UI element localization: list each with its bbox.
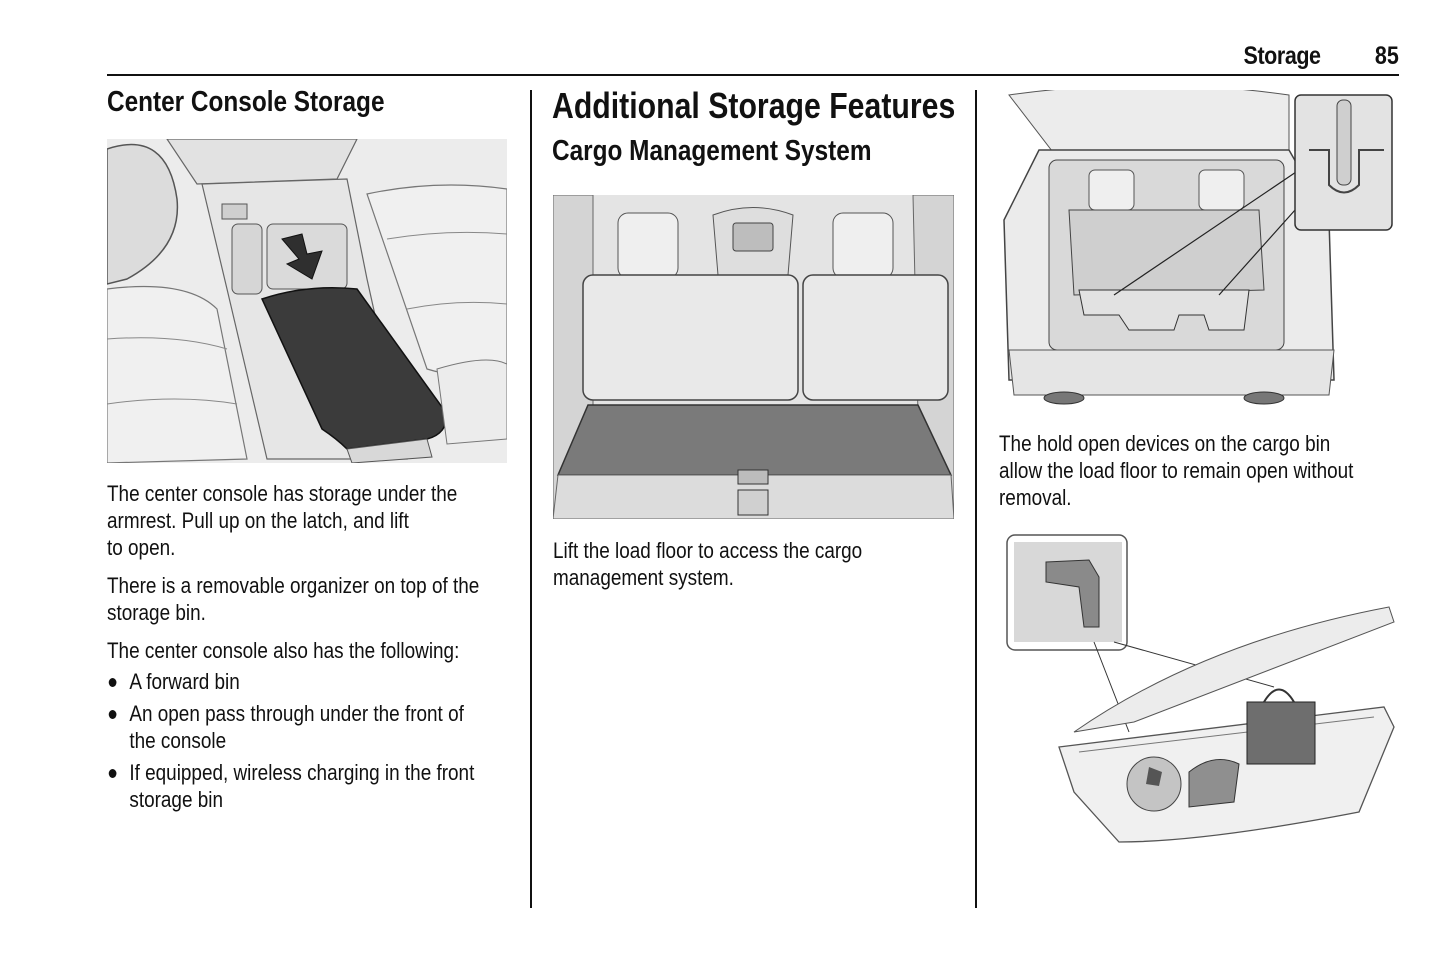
text-line: If equipped, wireless charging in the fr… — [129, 760, 475, 785]
feature-list: A forward bin An open pass through under… — [107, 668, 511, 813]
text-line: storage bin — [129, 787, 223, 812]
text-line: There is a removable organizer on top of… — [107, 573, 480, 598]
text-line: An open pass through under the front of — [129, 701, 464, 726]
main-heading: Additional Storage Features — [552, 85, 956, 126]
list-item: A forward bin — [107, 668, 511, 695]
text-line: allow the load floor to remain open with… — [999, 458, 1354, 483]
section-title: Storage — [1243, 42, 1321, 70]
left-column-text: The center console has storage under the… — [107, 480, 527, 813]
middle-column: Additional Storage Features Cargo Manage… — [552, 85, 962, 168]
section-heading: Center Console Storage — [107, 86, 385, 118]
text-line: The center console also has the followin… — [107, 638, 460, 663]
bullet-icon — [108, 678, 117, 687]
text-line: armrest. Pull up on the latch, and lift — [107, 508, 409, 533]
text-line: to open. — [107, 535, 176, 560]
text-line: Lift the load floor to access the cargo — [553, 538, 863, 563]
bullet-icon — [108, 710, 117, 719]
cargo-load-floor-illustration — [553, 195, 954, 519]
text-line: the console — [129, 728, 227, 753]
subsection-heading: Cargo Management System — [552, 135, 872, 167]
running-header: Storage 85 — [107, 38, 1399, 76]
paragraph: The center console has storage under the… — [107, 480, 511, 561]
right-column-text: The hold open devices on the cargo bin a… — [999, 430, 1419, 511]
center-console-armrest-illustration — [107, 139, 507, 463]
figure-caption: Lift the load floor to access the cargo … — [553, 537, 957, 591]
column-divider — [530, 90, 532, 908]
list-item: If equipped, wireless charging in the fr… — [107, 759, 511, 813]
column-divider — [975, 90, 977, 908]
text-line: management system. — [553, 565, 734, 590]
list-item: An open pass through under the front of … — [107, 700, 511, 754]
cargo-management-figure — [553, 195, 954, 519]
page-number: 85 — [1375, 42, 1399, 70]
figure-caption: The hold open devices on the cargo bin a… — [999, 430, 1403, 511]
center-console-figure — [107, 139, 507, 463]
paragraph: There is a removable organizer on top of… — [107, 572, 511, 626]
text-line: The hold open devices on the cargo bin — [999, 431, 1331, 456]
text-line: storage bin. — [107, 600, 206, 625]
middle-column-text: Lift the load floor to access the cargo … — [553, 537, 973, 591]
left-column: Center Console Storage — [107, 86, 512, 119]
bullet-icon — [108, 769, 117, 778]
cargo-bin-figure — [1004, 532, 1400, 852]
liftgate-open-cargo-bin-illustration — [999, 90, 1395, 412]
text-line: removal. — [999, 485, 1072, 510]
text-line: A forward bin — [129, 669, 240, 694]
paragraph: The center console also has the followin… — [107, 637, 511, 664]
text-line: The center console has storage under the — [107, 481, 458, 506]
cargo-bin-hold-open-device-illustration — [1004, 532, 1400, 852]
liftgate-figure — [999, 90, 1395, 412]
